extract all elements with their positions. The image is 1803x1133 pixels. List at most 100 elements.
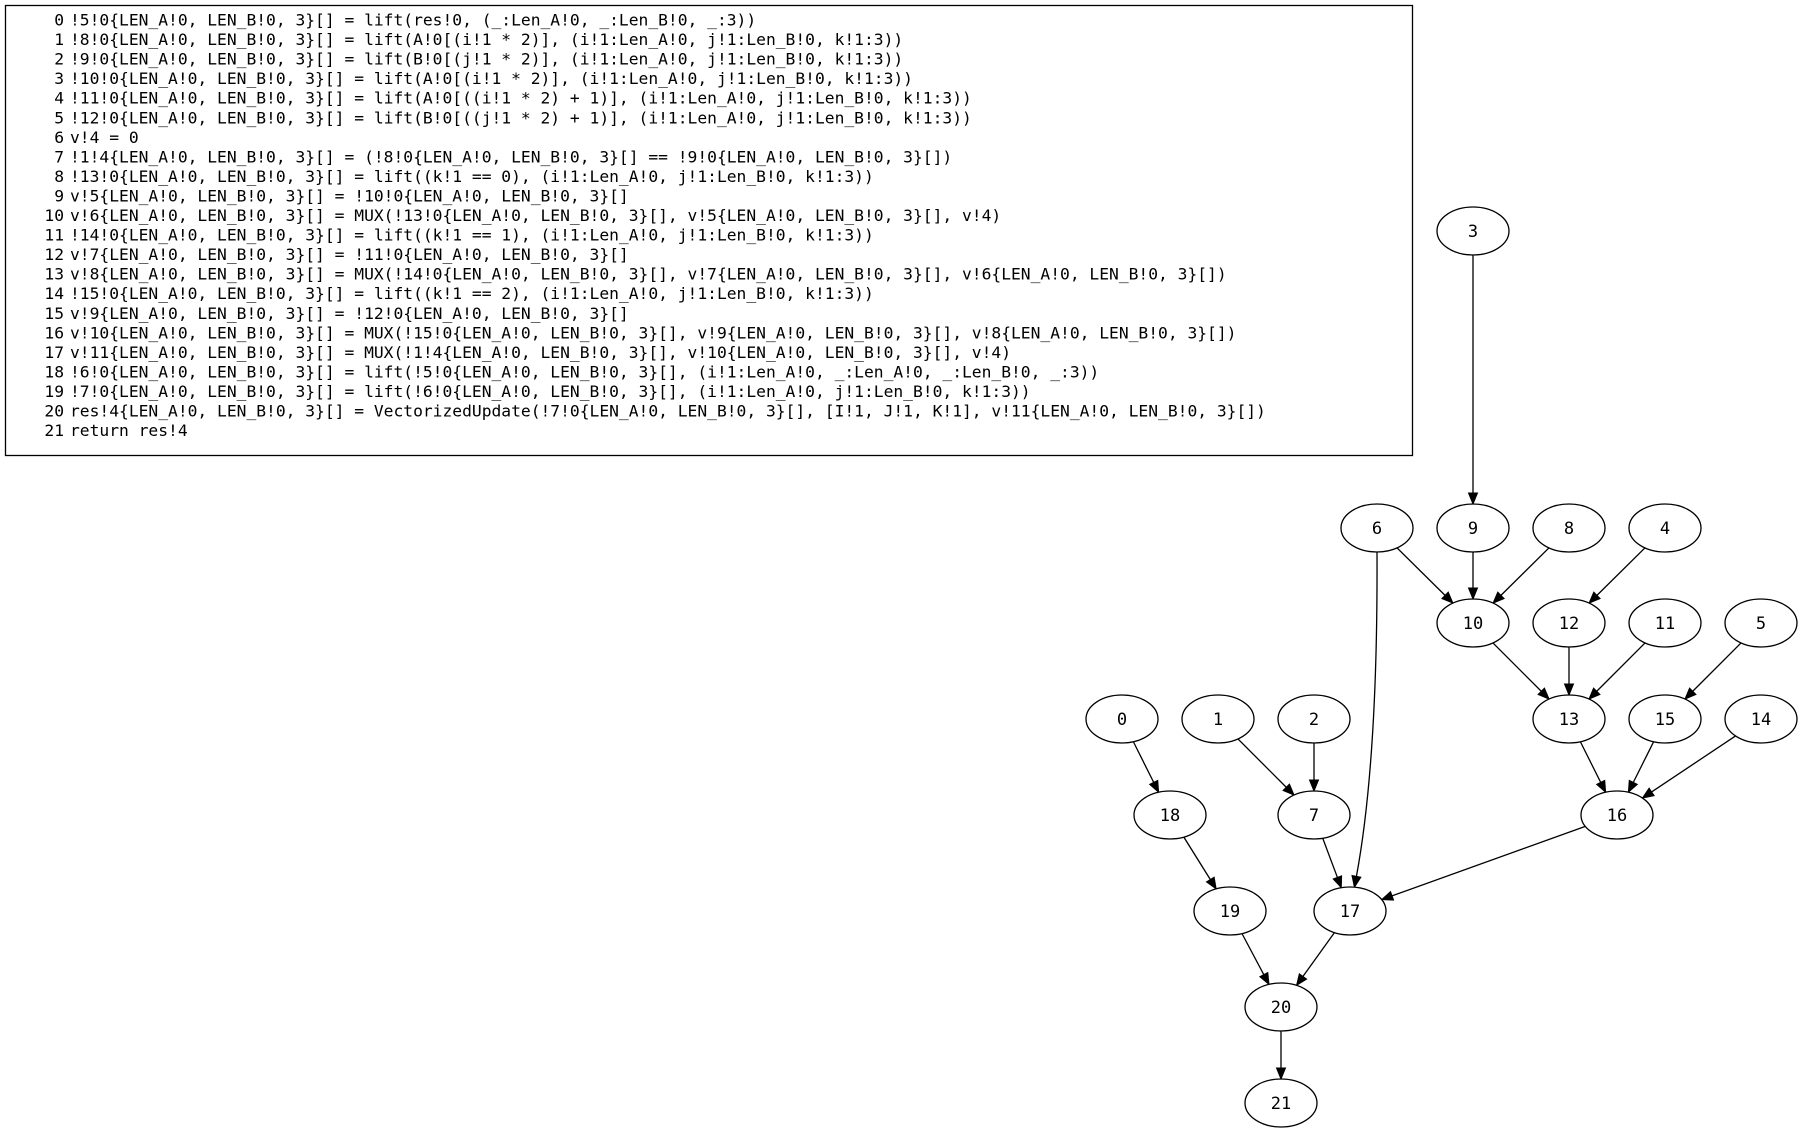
- graph-node-15: 15: [1628, 694, 1702, 744]
- code-line-number: 9: [54, 186, 64, 205]
- code-line-number: 17: [44, 343, 64, 362]
- arrow-head: [1563, 683, 1575, 697]
- edge-line: [1651, 735, 1736, 793]
- edge-17-to-20: [1295, 932, 1335, 987]
- node-label: 17: [1340, 902, 1360, 922]
- node-ellipse: [1436, 503, 1510, 553]
- graph-node-7: 7: [1277, 790, 1351, 840]
- edge-line: [1692, 642, 1742, 692]
- code-line-number: 4: [54, 89, 64, 108]
- arrow-head: [1258, 971, 1270, 986]
- code-line-number: 10: [44, 206, 64, 225]
- graph-node-1: 1: [1181, 694, 1255, 744]
- node-label: 13: [1559, 710, 1579, 730]
- graph-node-19: 19: [1193, 886, 1267, 936]
- code-line-number: 2: [54, 50, 64, 69]
- code-line-text: !1!4{LEN_A!0, LEN_B!0, 3}[] = (!8!0{LEN_…: [70, 147, 952, 166]
- node-ellipse: [1532, 503, 1606, 553]
- edge-19-to-20: [1241, 933, 1270, 986]
- code-line-text: !6!0{LEN_A!0, LEN_B!0, 3}[] = lift(!5!0{…: [70, 362, 1099, 381]
- arrow-head: [1684, 687, 1697, 700]
- arrow-head: [1351, 874, 1362, 889]
- edge-15-to-16: [1627, 741, 1655, 794]
- graph-node-0: 0: [1085, 694, 1159, 744]
- arrow-head: [1467, 587, 1479, 601]
- edge-0-to-18: [1132, 741, 1160, 794]
- edge-6-to-17: [1351, 551, 1378, 889]
- node-ellipse: [1085, 694, 1159, 744]
- code-line-number: 7: [54, 147, 64, 166]
- edge-line: [1579, 741, 1602, 783]
- arrow-head: [1588, 591, 1601, 605]
- node-ellipse: [1724, 694, 1798, 744]
- edge-1-to-7: [1237, 738, 1295, 796]
- edge-8-to-10: [1492, 547, 1550, 605]
- node-label: 5: [1756, 614, 1766, 634]
- code-line-text: !13!0{LEN_A!0, LEN_B!0, 3}[] = lift((k!1…: [70, 167, 874, 186]
- arrow-head: [1332, 875, 1343, 889]
- arrow-head: [1627, 779, 1639, 794]
- arrow-head: [1380, 890, 1395, 901]
- code-line-text: !7!0{LEN_A!0, LEN_B!0, 3}[] = lift(!6!0{…: [70, 382, 1031, 401]
- edge-9-to-10: [1467, 552, 1479, 601]
- code-line-text: !14!0{LEN_A!0, LEN_B!0, 3}[] = lift((k!1…: [70, 226, 874, 245]
- edge-line: [1355, 551, 1378, 877]
- edge-line: [1132, 741, 1155, 783]
- edge-line: [1500, 547, 1550, 596]
- graph-node-13: 13: [1532, 694, 1606, 744]
- node-ellipse: [1436, 206, 1510, 256]
- graph-node-16: 16: [1580, 790, 1654, 840]
- node-label: 12: [1559, 614, 1579, 634]
- code-line-number: 18: [44, 362, 64, 381]
- graph-edges: [1132, 255, 1742, 1081]
- graph-node-10: 10: [1436, 598, 1510, 648]
- node-label: 9: [1468, 519, 1478, 539]
- arrow-head: [1588, 687, 1601, 700]
- graph-node-21: 21: [1244, 1078, 1318, 1128]
- arrow-head: [1148, 779, 1160, 794]
- node-label: 15: [1655, 710, 1675, 730]
- edge-line: [1632, 741, 1655, 783]
- arrow-head: [1275, 1067, 1287, 1081]
- code-line-text: !15!0{LEN_A!0, LEN_B!0, 3}[] = lift((k!1…: [70, 284, 874, 303]
- node-label: 6: [1372, 519, 1382, 539]
- arrow-head: [1595, 779, 1607, 794]
- graph-node-3: 3: [1436, 206, 1510, 256]
- graph-node-6: 6: [1340, 503, 1414, 553]
- node-ellipse: [1628, 503, 1702, 553]
- graph-node-17: 17: [1313, 886, 1387, 936]
- node-ellipse: [1628, 598, 1702, 648]
- node-label: 3: [1468, 222, 1478, 242]
- code-line-text: !10!0{LEN_A!0, LEN_B!0, 3}[] = lift(A!0[…: [70, 69, 913, 88]
- edge-line: [1241, 933, 1265, 975]
- code-line-text: v!10{LEN_A!0, LEN_B!0, 3}[] = MUX(!15!0{…: [70, 323, 1236, 342]
- node-ellipse: [1277, 790, 1351, 840]
- code-line-number: 6: [54, 128, 64, 147]
- code-line-number: 16: [44, 323, 64, 342]
- node-label: 21: [1271, 1094, 1291, 1114]
- code-line-text: v!8{LEN_A!0, LEN_B!0, 3}[] = MUX(!14!0{L…: [70, 265, 1227, 284]
- node-ellipse: [1340, 503, 1414, 553]
- arrow-head: [1282, 783, 1295, 796]
- node-ellipse: [1181, 694, 1255, 744]
- code-listing-box: 0!5!0{LEN_A!0, LEN_B!0, 3}[] = lift(res!…: [4, 4, 1414, 457]
- code-line-text: v!4 = 0: [70, 128, 139, 147]
- code-line-text: res!4{LEN_A!0, LEN_B!0, 3}[] = Vectorize…: [70, 402, 1266, 421]
- code-line-number: 13: [44, 265, 64, 284]
- node-label: 0: [1117, 710, 1127, 730]
- edge-18-to-19: [1183, 836, 1217, 890]
- arrow-head: [1467, 492, 1479, 506]
- node-ellipse: [1532, 598, 1606, 648]
- node-label: 4: [1660, 519, 1670, 539]
- node-ellipse: [1244, 1078, 1318, 1128]
- node-label: 10: [1463, 614, 1483, 634]
- edge-4-to-12: [1588, 547, 1646, 605]
- arrow-head: [1441, 591, 1454, 605]
- arrow-head: [1205, 876, 1217, 890]
- graph-node-12: 12: [1532, 598, 1606, 648]
- graph-node-9: 9: [1436, 503, 1510, 553]
- node-label: 18: [1160, 806, 1180, 826]
- edge-line: [1396, 547, 1446, 596]
